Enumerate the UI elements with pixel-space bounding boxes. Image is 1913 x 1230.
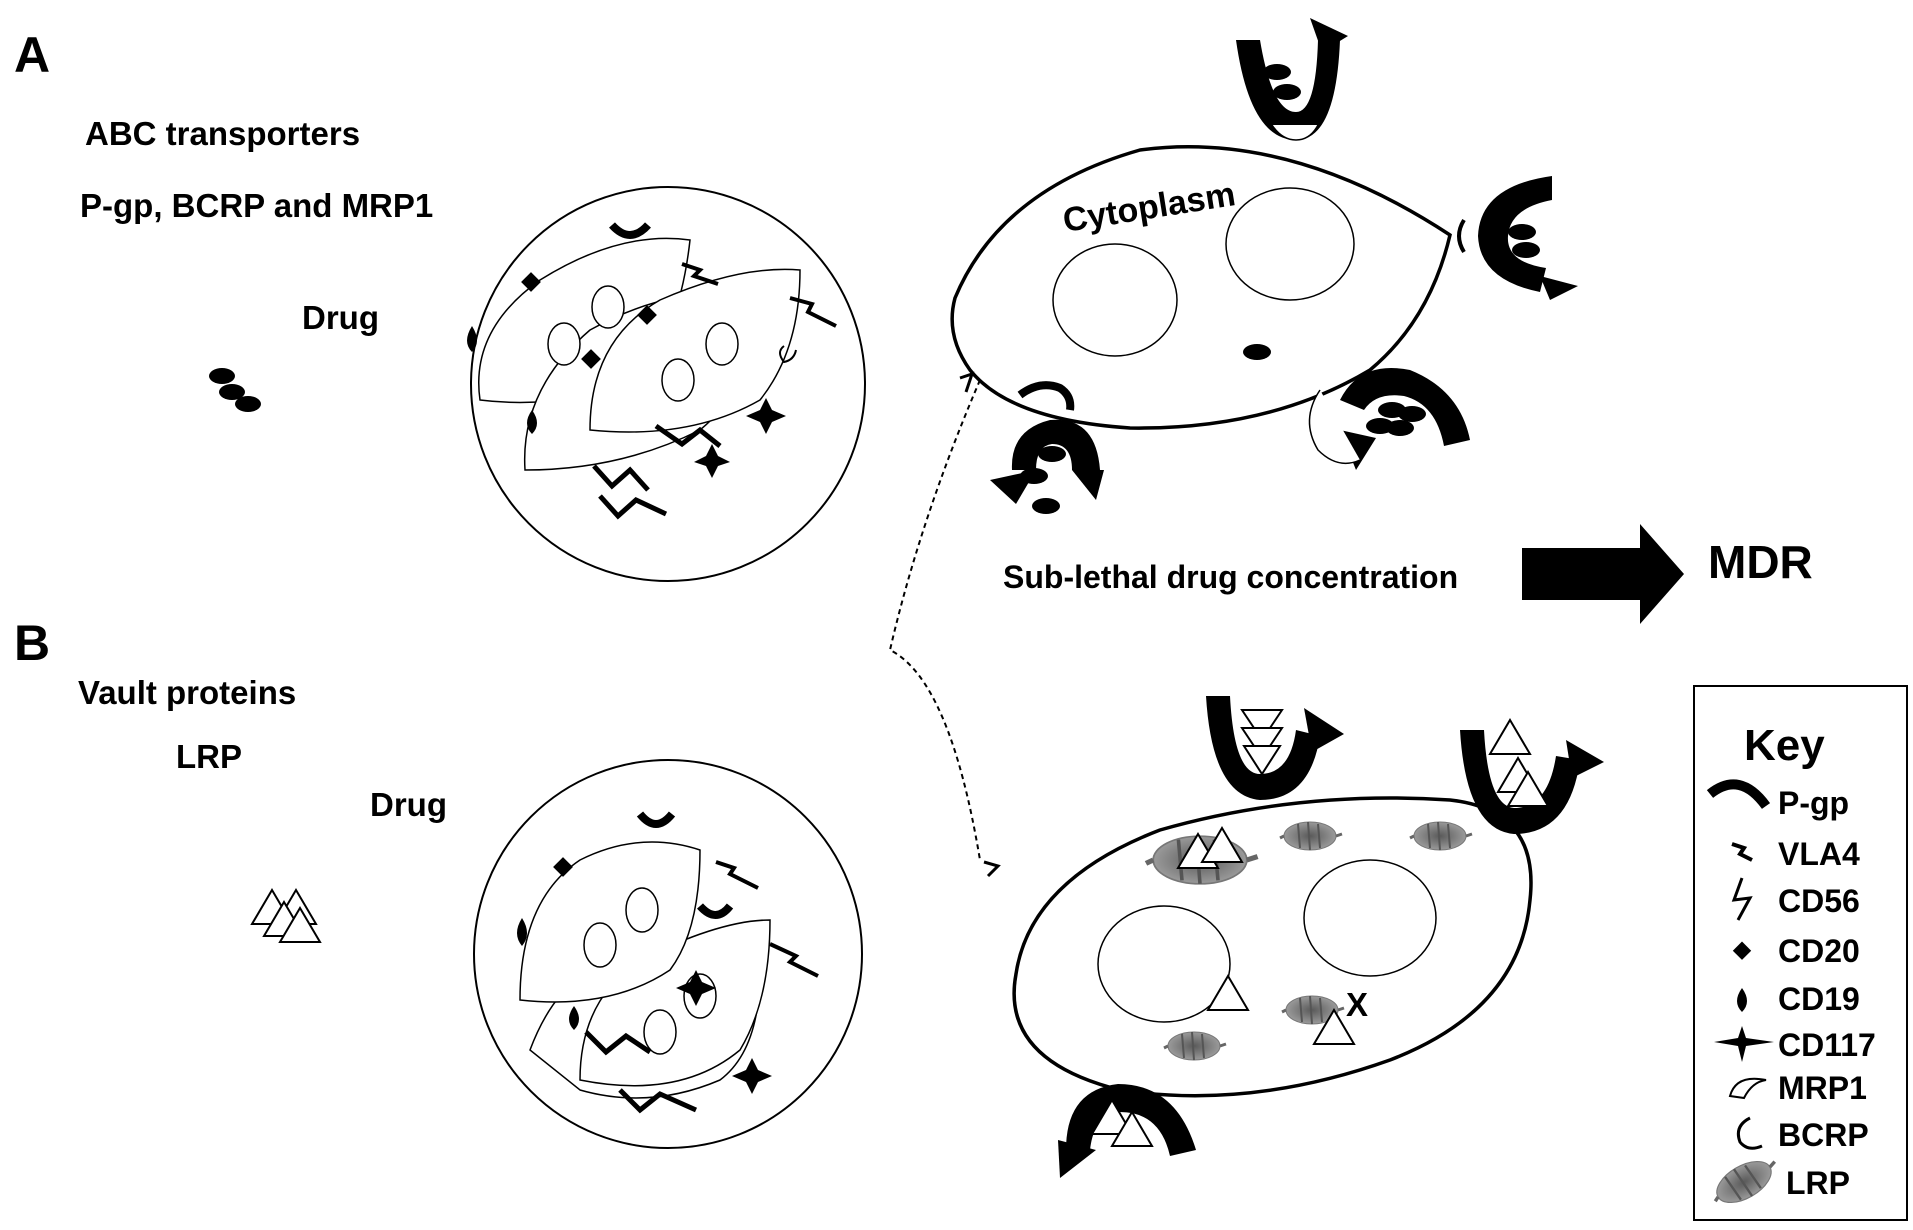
panel-a-letter: A — [14, 27, 50, 83]
panel-b-drug-label: Drug — [370, 786, 447, 823]
mrp1-icon — [1728, 1077, 1767, 1100]
legend-box — [1693, 685, 1908, 1221]
vault-cell-b: X — [1012, 796, 1533, 1098]
legend: Key P-gp VLA4 CD56 CD20 CD19 CD117 MRP1 … — [1693, 685, 1908, 1221]
pgp-marker — [609, 222, 651, 239]
legend-item-label: CD56 — [1778, 883, 1860, 919]
legend-item-label: MRP1 — [1778, 1070, 1867, 1106]
efflux-pump-top — [1236, 18, 1348, 141]
cd117-marker — [676, 970, 716, 1006]
vla4-marker — [769, 942, 819, 978]
dashed-connector — [888, 379, 981, 861]
pgp-marker — [697, 903, 734, 919]
drug-molecules-b — [251, 889, 321, 943]
cd19-icon — [1737, 988, 1747, 1012]
bcrp-marker — [779, 345, 797, 364]
vault-efflux-bottom — [1058, 1084, 1196, 1178]
legend-item-label: CD19 — [1778, 981, 1860, 1017]
cell-cluster-a — [467, 186, 866, 582]
dashed-connector-head — [983, 860, 1001, 878]
vla4-marker — [789, 296, 837, 328]
cd20-marker — [637, 305, 657, 325]
cd56-marker — [618, 1088, 698, 1114]
outcome-arrow — [1522, 524, 1684, 624]
legend-item-label: CD20 — [1778, 933, 1860, 969]
cd19-marker — [517, 918, 527, 946]
cd20-marker — [553, 857, 573, 877]
cd56-icon — [1731, 877, 1753, 921]
cd117-marker — [746, 398, 786, 434]
cd20-marker — [521, 272, 541, 292]
outcome-result: MDR — [1708, 536, 1813, 588]
vla4-icon — [1731, 842, 1753, 862]
pgp-marker — [636, 811, 676, 828]
cd20-icon — [1732, 941, 1752, 960]
panel-b-letter: B — [14, 615, 50, 671]
legend-item-label: VLA4 — [1778, 836, 1860, 872]
cd20-marker — [581, 349, 601, 369]
cd117-icon — [1714, 1026, 1774, 1062]
legend-item-label: BCRP — [1778, 1117, 1869, 1153]
panel-a-drug-label: Drug — [302, 299, 379, 336]
legend-item-label: LRP — [1786, 1165, 1850, 1201]
vault-efflux-top — [1206, 696, 1344, 800]
efflux-pump-right — [1457, 176, 1578, 300]
bcrp-icon — [1736, 1116, 1763, 1150]
cd19-marker — [569, 1006, 579, 1030]
vault-efflux-top-right — [1460, 719, 1604, 834]
cd56-marker — [598, 494, 668, 520]
legend-item-label: P-gp — [1778, 785, 1849, 821]
cd117-marker — [694, 444, 730, 478]
cd19-marker — [527, 410, 537, 434]
efflux-pump-bottom-right — [1308, 368, 1470, 470]
cell-cluster-b — [473, 759, 863, 1149]
panel-b-subtitle: LRP — [176, 738, 242, 775]
panel-a-subtitle: P-gp, BCRP and MRP1 — [80, 187, 433, 224]
legend-item-label: CD117 — [1778, 1027, 1876, 1063]
panel-a-title: ABC transporters — [85, 115, 360, 152]
legend-title: Key — [1744, 721, 1825, 770]
cd56-marker — [654, 423, 722, 448]
outcome-label: Sub-lethal drug concentration — [1003, 559, 1458, 595]
lrp-blocked-mark: X — [1346, 986, 1368, 1023]
cd56-marker — [592, 464, 650, 492]
cytoplasm-cell-a: Cytoplasm — [950, 145, 1452, 430]
cd117-marker — [732, 1058, 772, 1094]
drug-molecules-a — [209, 368, 261, 412]
cd56-marker — [584, 1030, 652, 1056]
pgp-icon — [1706, 779, 1771, 810]
panel-b-title: Vault proteins — [78, 674, 296, 711]
cd19-marker — [467, 326, 477, 352]
efflux-pump-bottom-left — [959, 371, 1104, 514]
vla4-marker — [681, 262, 719, 286]
vla4-marker — [715, 860, 759, 890]
